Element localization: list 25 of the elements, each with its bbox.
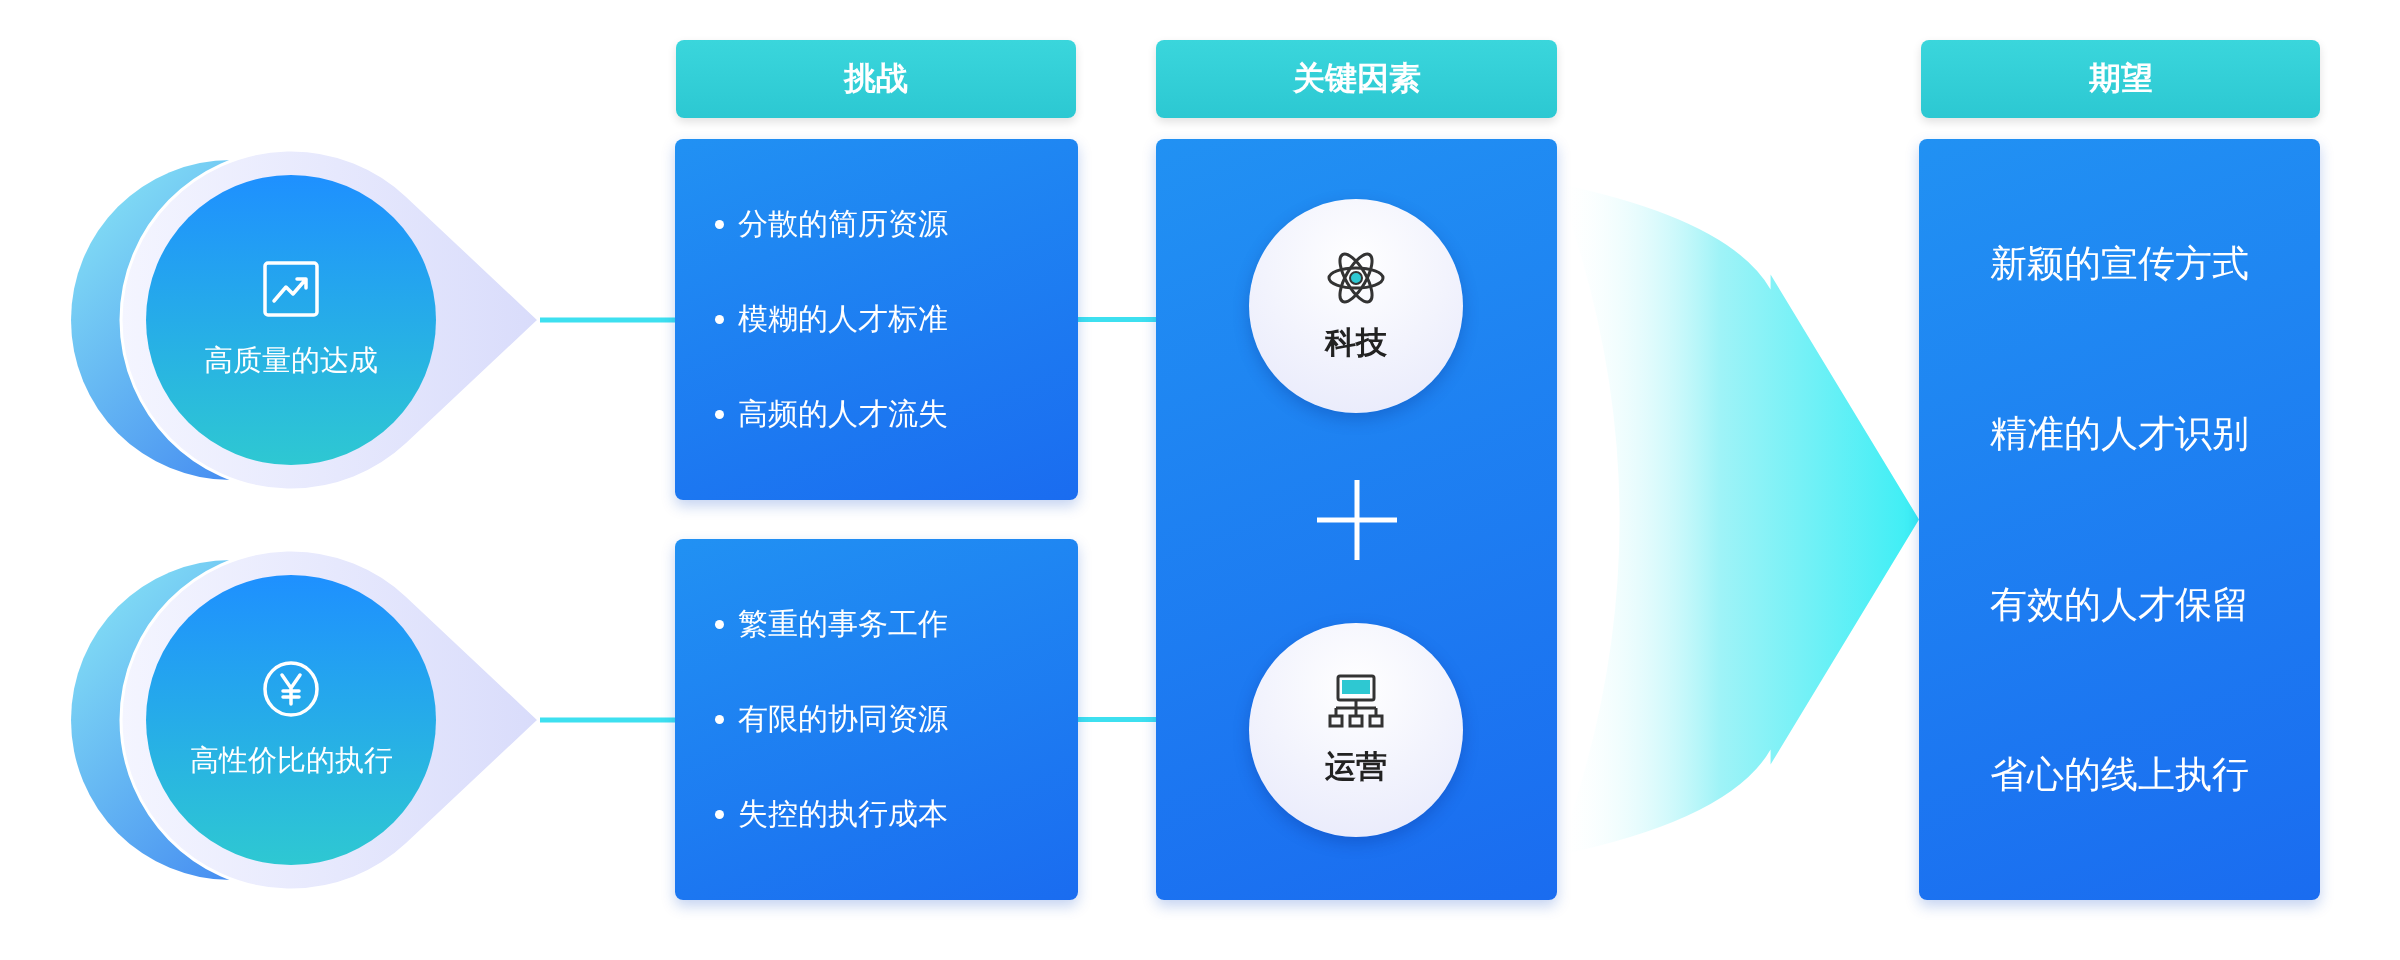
header-tab: 关键因素: [1156, 40, 1557, 118]
challenge-item: 高频的人才流失: [738, 395, 948, 433]
goal-label: 高性价比的执行: [189, 742, 393, 779]
factor-label: 运营: [1325, 747, 1387, 786]
connector-line: [1078, 717, 1156, 722]
challenge-item: 失控的执行成本: [738, 795, 948, 833]
expectation-item: 精准的人才识别: [1990, 411, 2249, 458]
challenge-item: 模糊的人才标准: [738, 300, 948, 338]
challenge-item: 有限的协同资源: [738, 700, 948, 738]
key-factor-card: [1156, 139, 1557, 900]
goal-label: 高质量的达成: [204, 342, 378, 379]
expectation-card: [1919, 139, 2320, 900]
expectation-item: 新颖的宣传方式: [1990, 241, 2249, 288]
expectation-item: 有效的人才保留: [1990, 581, 2249, 628]
header-tab: 期望: [1921, 40, 2320, 118]
challenge-item: 繁重的事务工作: [738, 605, 948, 643]
connector-line: [540, 717, 675, 723]
factor-label: 科技: [1325, 323, 1387, 362]
challenge-item: 分散的简历资源: [738, 205, 948, 243]
connector-line: [540, 317, 675, 323]
challenge-card: [675, 539, 1078, 900]
challenge-card: [675, 139, 1078, 500]
expectation-item: 省心的线上执行: [1990, 751, 2249, 798]
header-tab: 挑战: [676, 40, 1076, 118]
connector-line: [1078, 317, 1156, 322]
